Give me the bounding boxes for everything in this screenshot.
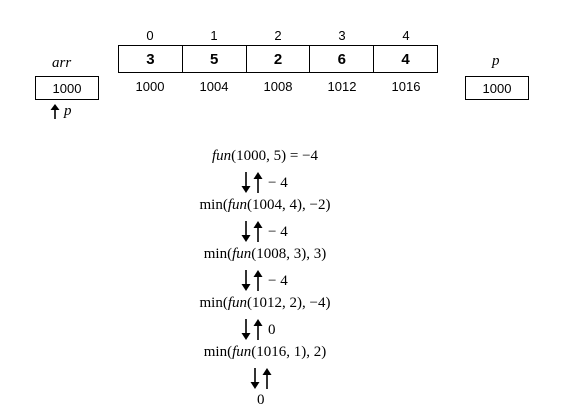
address-3: 1012 — [327, 79, 357, 94]
arrow-pair-0: − 4 — [240, 172, 288, 194]
index-1: 1 — [210, 28, 218, 43]
array-cell-3: 6 — [309, 46, 373, 72]
trace-line-2: min(fun(1008, 3), 3) — [203, 246, 327, 262]
address-0: 1000 — [135, 79, 165, 94]
down-up-arrows-icon — [241, 270, 263, 291]
array-cell-2: 2 — [245, 46, 310, 72]
trace-line-0: fun(1000, 5) = −4 — [211, 148, 319, 164]
index-3: 3 — [338, 28, 346, 43]
index-2: 2 — [274, 28, 282, 43]
p-label: p — [492, 53, 500, 69]
return-value-2: − 4 — [268, 272, 288, 289]
up-arrow-icon — [50, 103, 60, 119]
trace-line-3: min(fun(1012, 2), −4) — [199, 295, 331, 311]
final-value: 0 — [257, 392, 265, 408]
array-cell-1: 5 — [181, 46, 246, 72]
down-up-arrows-icon — [250, 368, 272, 389]
down-up-arrows-icon — [241, 172, 263, 193]
arr-label: arr — [52, 55, 72, 71]
arrow-pair-2: − 4 — [240, 270, 288, 292]
return-value-0: − 4 — [268, 174, 288, 191]
address-2: 1008 — [263, 79, 293, 94]
return-value-1: − 4 — [268, 223, 288, 240]
index-4: 4 — [402, 28, 410, 43]
arrow-pair-3: 0 — [240, 319, 276, 341]
return-value-3: 0 — [268, 321, 276, 338]
arrow-pair-4 — [249, 368, 273, 390]
trace-line-4: min(fun(1016, 1), 2) — [203, 344, 327, 360]
p-box: 1000 — [465, 76, 529, 100]
array-box: 3 5 2 6 4 — [118, 45, 438, 73]
array-cell-4: 4 — [373, 46, 437, 72]
down-up-arrows-icon — [241, 221, 263, 242]
array-cell-0: 3 — [146, 50, 155, 68]
index-0: 0 — [146, 28, 154, 43]
arr-pointer: p — [50, 103, 72, 120]
arr-box: 1000 — [35, 76, 99, 100]
arrow-pair-1: − 4 — [240, 221, 288, 243]
trace-line-1: min(fun(1004, 4), −2) — [199, 197, 331, 213]
down-up-arrows-icon — [241, 319, 263, 340]
address-1: 1004 — [199, 79, 229, 94]
address-4: 1016 — [391, 79, 421, 94]
arr-pointer-label: p — [64, 103, 72, 119]
